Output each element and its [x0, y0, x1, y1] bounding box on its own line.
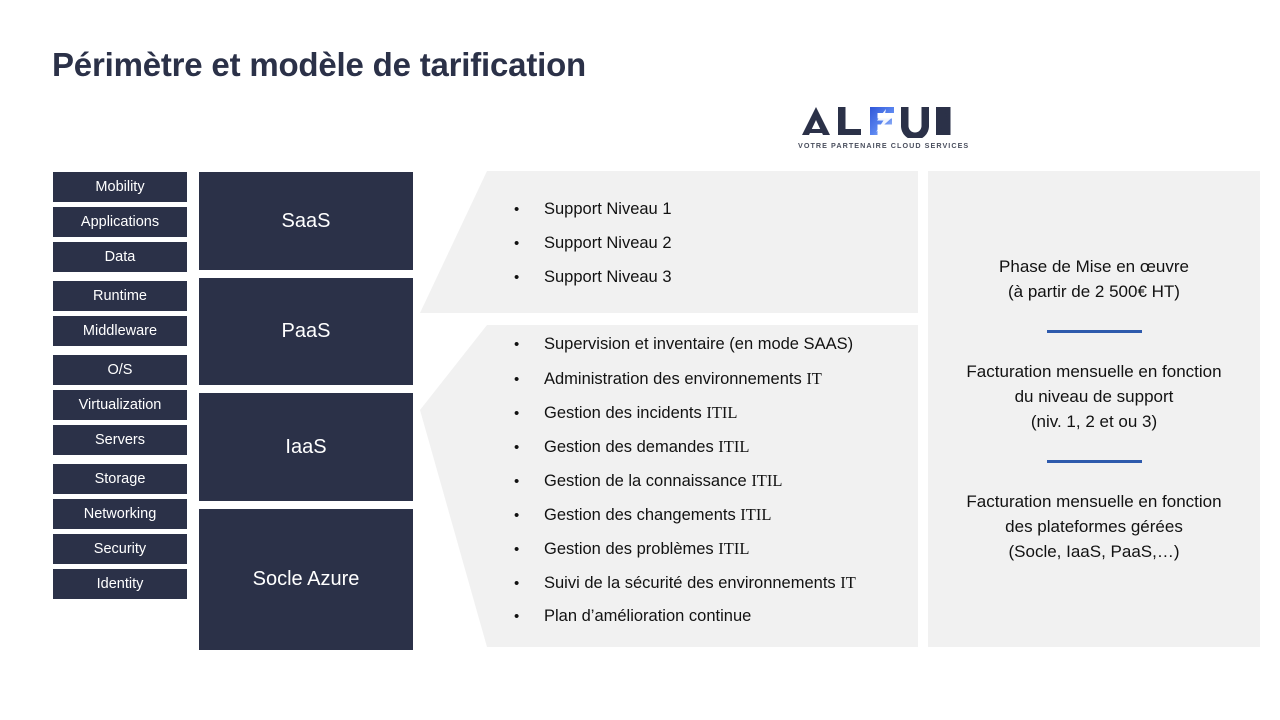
- component-box-servers[interactable]: Servers: [52, 424, 188, 456]
- list-item[interactable]: • Gestion de la connaissance ITIL: [514, 471, 856, 505]
- component-box-networking[interactable]: Networking: [52, 498, 188, 530]
- bullet-icon: •: [514, 201, 520, 218]
- list-item-label: Gestion de la connaissance ITIL: [544, 471, 783, 490]
- list-item[interactable]: • Plan d’amélioration continue: [514, 607, 856, 641]
- pricing-separator: [1046, 460, 1142, 463]
- bullet-icon: •: [514, 608, 520, 625]
- list-item[interactable]: • Support Niveau 1: [514, 200, 672, 234]
- list-item[interactable]: • Gestion des changements ITIL: [514, 505, 856, 539]
- list-item[interactable]: • Gestion des problèmes ITIL: [514, 539, 856, 573]
- list-item-label: Gestion des changements ITIL: [544, 505, 772, 524]
- alfun-logo-icon: [802, 107, 951, 138]
- pricing-block-implementation: Phase de Mise en œuvre (à partir de 2 50…: [999, 257, 1189, 301]
- list-item[interactable]: • Supervision et inventaire (en mode SAA…: [514, 335, 856, 369]
- pricing-stack: Phase de Mise en œuvre (à partir de 2 50…: [928, 171, 1260, 647]
- bullet-icon: •: [514, 269, 520, 286]
- pricing-block-support-level: Facturation mensuelle en fonction du niv…: [966, 362, 1222, 431]
- list-item-label: Suivi de la sécurité des environnements …: [544, 573, 856, 592]
- bullet-icon: •: [514, 473, 520, 490]
- list-item-label: Gestion des problèmes ITIL: [544, 539, 750, 558]
- list-item[interactable]: • Administration des environnements IT: [514, 369, 856, 403]
- brand-logo: VOTRE PARTENAIRE CLOUD SERVICES: [798, 104, 970, 150]
- support-panel: [420, 171, 918, 313]
- list-item-label: Support Niveau 3: [544, 268, 672, 286]
- bullet-icon: •: [514, 507, 520, 524]
- tier-box-saas[interactable]: SaaS: [198, 171, 414, 271]
- list-item-label: Supervision et inventaire (en mode SAAS): [544, 335, 854, 353]
- component-box-runtime[interactable]: Runtime: [52, 280, 188, 312]
- list-item-label: Plan d’amélioration continue: [544, 607, 752, 625]
- support-panel-list: • Support Niveau 1 • Support Niveau 2 • …: [514, 200, 672, 302]
- tier-box-iaas[interactable]: IaaS: [198, 392, 414, 502]
- component-box-security[interactable]: Security: [52, 533, 188, 565]
- component-box-virtualization[interactable]: Virtualization: [52, 389, 188, 421]
- service-tier-stack: SaaS PaaS IaaS Socle Azure: [198, 171, 414, 651]
- component-box-data[interactable]: Data: [52, 241, 188, 273]
- list-item-label: Support Niveau 1: [544, 200, 672, 218]
- list-item-label: Administration des environnements IT: [544, 369, 822, 388]
- bullet-icon: •: [514, 575, 520, 592]
- component-box-middleware[interactable]: Middleware: [52, 315, 188, 347]
- pricing-panel: Phase de Mise en œuvre (à partir de 2 50…: [928, 171, 1260, 647]
- tier-box-paas[interactable]: PaaS: [198, 277, 414, 386]
- component-box-identity[interactable]: Identity: [52, 568, 188, 600]
- list-item[interactable]: • Gestion des demandes ITIL: [514, 437, 856, 471]
- list-item-label: Support Niveau 2: [544, 234, 672, 252]
- logo-tagline: VOTRE PARTENAIRE CLOUD SERVICES: [798, 141, 970, 150]
- bullet-icon: •: [514, 336, 520, 353]
- operations-panel-list: • Supervision et inventaire (en mode SAA…: [514, 335, 856, 641]
- pricing-separator: [1046, 330, 1142, 333]
- component-box-mobility[interactable]: Mobility: [52, 171, 188, 203]
- list-item[interactable]: • Support Niveau 2: [514, 234, 672, 268]
- list-item-label: Gestion des incidents ITIL: [544, 403, 738, 422]
- bullet-icon: •: [514, 235, 520, 252]
- page-title: Périmètre et modèle de tarification: [52, 46, 587, 83]
- bullet-icon: •: [514, 541, 520, 558]
- pricing-block-platforms: Facturation mensuelle en fonction des pl…: [966, 492, 1222, 561]
- component-box-applications[interactable]: Applications: [52, 206, 188, 238]
- bullet-icon: •: [514, 439, 520, 456]
- component-box-storage[interactable]: Storage: [52, 463, 188, 495]
- operations-panel: [420, 325, 918, 647]
- component-stack: Mobility Applications Data Runtime Middl…: [52, 171, 188, 603]
- list-item[interactable]: • Suivi de la sécurité des environnement…: [514, 573, 856, 607]
- tier-box-socle-azure[interactable]: Socle Azure: [198, 508, 414, 651]
- bullet-icon: •: [514, 405, 520, 422]
- list-item[interactable]: • Support Niveau 3: [514, 268, 672, 302]
- component-box-os[interactable]: O/S: [52, 354, 188, 386]
- bullet-icon: •: [514, 371, 520, 388]
- list-item[interactable]: • Gestion des incidents ITIL: [514, 403, 856, 437]
- list-item-label: Gestion des demandes ITIL: [544, 437, 750, 456]
